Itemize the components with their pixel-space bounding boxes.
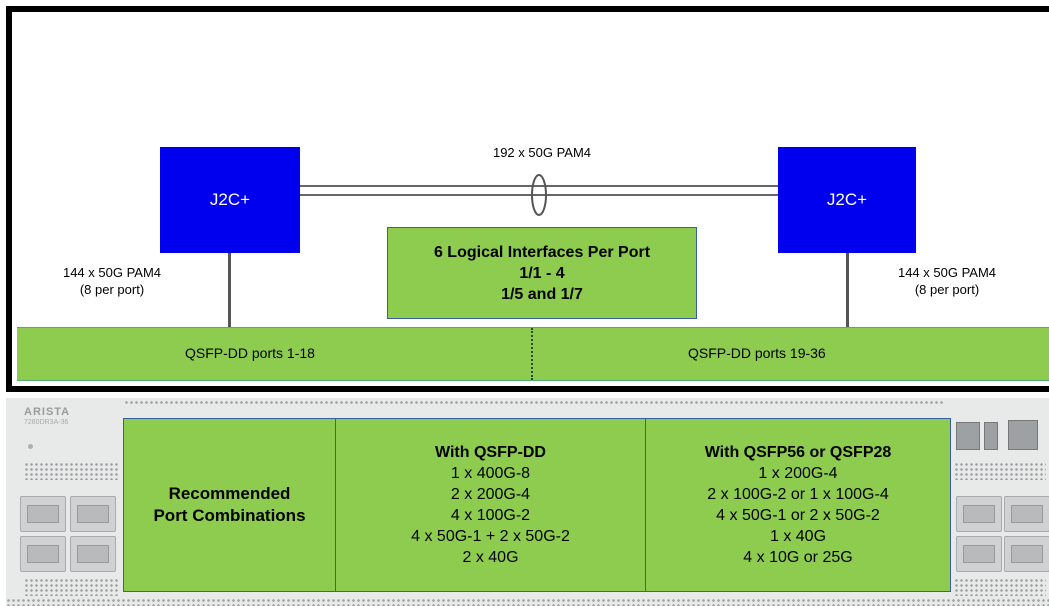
port-combinations-table: Recommended Port Combinations With QSFP-… <box>123 418 951 592</box>
port-cage-icon <box>20 496 66 532</box>
qsfp56-column: With QSFP56 or QSFP28 1 x 200G-4 2 x 100… <box>646 419 950 591</box>
link-line-top <box>300 185 778 187</box>
switch-faceplate: ARISTA 7280DR3A-36 Recommended Port Comb… <box>6 398 1049 606</box>
right-lanes-line2: (8 per port) <box>914 282 980 297</box>
right-lanes-line1: 144 x 50G PAM4 <box>897 265 997 280</box>
port-cage-icon <box>956 496 1002 532</box>
bundle-ellipse-icon <box>531 174 547 216</box>
qsfp56-row: 2 x 100G-2 or 1 x 100G-4 <box>707 486 889 503</box>
qsfpdd-header: With QSFP-DD <box>435 444 546 461</box>
qsfpdd-row: 2 x 200G-4 <box>450 486 531 503</box>
qsfp56-header: With QSFP56 or QSFP28 <box>704 444 892 461</box>
qsfp56-row: 4 x 10G or 25G <box>743 549 853 566</box>
logical-line3: 1/5 and 1/7 <box>501 285 583 303</box>
row-label-cell: Recommended Port Combinations <box>124 419 336 591</box>
chip-right: J2C+ <box>778 147 916 253</box>
left-lanes-line2: (8 per port) <box>79 282 145 297</box>
port-cage-icon <box>70 536 116 572</box>
diagram-frame: 192 x 50G PAM4 J2C+ J2C+ 144 x 50G PAM4 … <box>6 6 1049 392</box>
logical-line1: 6 Logical Interfaces Per Port <box>433 243 651 261</box>
row-label-line1: Recommended <box>168 484 291 503</box>
ports-divider <box>531 328 533 380</box>
ethernet-port-icon <box>1008 420 1038 450</box>
port-cage-icon <box>20 536 66 572</box>
qsfp56-row: 4 x 50G-1 or 2 x 50G-2 <box>716 507 880 524</box>
link-line-bottom <box>300 194 778 196</box>
port-cage-icon <box>956 536 1002 572</box>
link-label: 192 x 50G PAM4 <box>492 145 592 160</box>
left-lanes-line1: 144 x 50G PAM4 <box>62 265 162 280</box>
logical-line2: 1/1 - 4 <box>519 264 565 282</box>
qsfpdd-row: 4 x 100G-2 <box>450 507 531 524</box>
vent-bottom-strip <box>6 598 1049 606</box>
qsfpdd-column: With QSFP-DD 1 x 400G-8 2 x 200G-4 4 x 1… <box>336 419 646 591</box>
port-cage-icon <box>70 496 116 532</box>
port-cage-icon <box>1004 536 1049 572</box>
vent-right-bottom <box>954 578 1046 596</box>
chip-left: J2C+ <box>160 147 300 253</box>
qsfp56-row: 1 x 200G-4 <box>758 465 838 482</box>
status-led-icon <box>28 444 33 449</box>
vent-right-top <box>954 462 1046 480</box>
qsfp56-row: 1 x 40G <box>769 528 827 545</box>
left-vertical-line <box>228 253 231 327</box>
right-lanes-label: 144 x 50G PAM4 (8 per port) <box>882 264 1012 298</box>
mgmt-port-icon <box>984 422 998 450</box>
logical-interfaces-box: 6 Logical Interfaces Per Port 1/1 - 4 1/… <box>387 227 697 319</box>
ports-bar: QSFP-DD ports 1-18 QSFP-DD ports 19-36 <box>17 327 1049 381</box>
left-lanes-label: 144 x 50G PAM4 (8 per port) <box>47 264 177 298</box>
vent-left-top <box>24 462 120 480</box>
mgmt-port-icon <box>956 422 980 450</box>
port-cage-icon <box>1004 496 1049 532</box>
right-vertical-line <box>846 253 849 327</box>
row-label-line2: Port Combinations <box>153 506 306 525</box>
qsfpdd-row: 4 x 50G-1 + 2 x 50G-2 <box>411 528 570 545</box>
model-label: 7280DR3A-36 <box>24 419 69 426</box>
brand-logo: ARISTA <box>24 406 71 418</box>
vent-left-bottom <box>24 578 120 596</box>
qsfpdd-row: 2 x 40G <box>462 549 519 566</box>
ports-left-label: QSFP-DD ports 1-18 <box>185 345 315 361</box>
vent-top-strip <box>124 400 944 406</box>
ports-right-label: QSFP-DD ports 19-36 <box>688 345 826 361</box>
qsfpdd-row: 1 x 400G-8 <box>450 465 531 482</box>
